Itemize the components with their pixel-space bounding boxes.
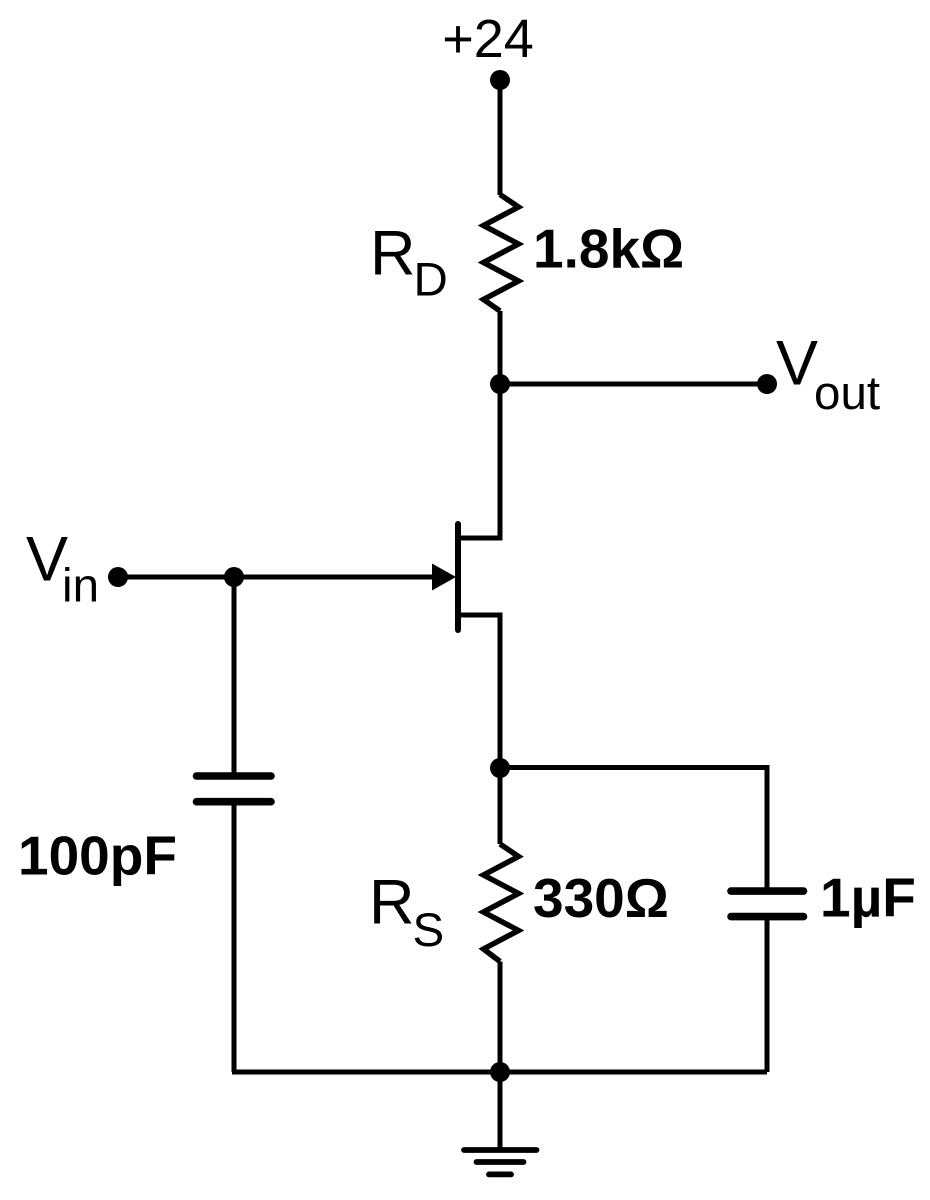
svg-text:+24: +24 bbox=[442, 9, 534, 69]
svg-text:Vout: Vout bbox=[776, 329, 880, 421]
svg-text:1µF: 1µF bbox=[820, 867, 916, 929]
svg-text:1.8kΩ: 1.8kΩ bbox=[533, 218, 684, 280]
svg-text:330Ω: 330Ω bbox=[533, 867, 669, 929]
svg-text:Vin: Vin bbox=[26, 525, 99, 613]
svg-text:RS: RS bbox=[369, 868, 444, 958]
svg-text:100pF: 100pF bbox=[18, 825, 177, 887]
svg-text:RD: RD bbox=[370, 219, 448, 307]
